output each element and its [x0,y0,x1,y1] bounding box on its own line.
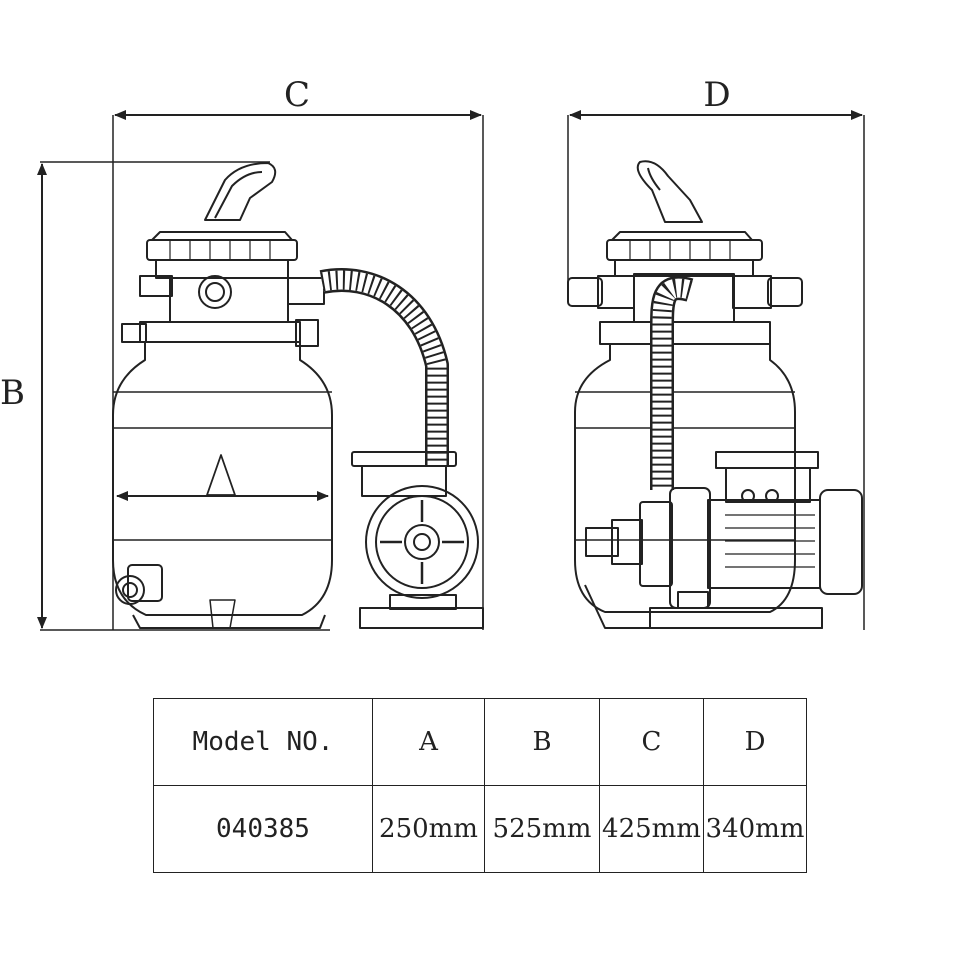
dimension-a [116,454,329,501]
spec-table-header-row: Model NO. A B C D [153,698,807,786]
filter-pump-drawing: C D B [0,75,865,631]
spec-table: Model NO. A B C D 040385 250mm 525mm 425… [153,698,807,873]
dimension-b: B [0,161,330,631]
cell-model-no: 040385 [153,785,373,873]
dimension-d-label: D [703,75,730,115]
cell-d: 340mm [703,785,807,873]
dimension-d: D [567,75,865,630]
dimension-c-label: C [284,75,310,115]
side-view [567,160,863,629]
header-a: A [372,698,485,786]
header-model-no: Model NO. [153,698,373,786]
header-c: C [599,698,704,786]
cell-c: 425mm [599,785,704,873]
header-d: D [703,698,807,786]
cell-a: 250mm [372,785,485,873]
side-cap-ribs [629,240,731,260]
dimension-b-label: B [0,373,25,413]
front-view [112,162,484,629]
header-b: B [484,698,600,786]
motor-fins [725,514,815,568]
pump-ribs [380,500,464,584]
spec-table-row: 040385 250mm 525mm 425mm 340mm [153,785,807,873]
cell-b: 525mm [484,785,600,873]
valve-cap-ribs [169,240,271,260]
